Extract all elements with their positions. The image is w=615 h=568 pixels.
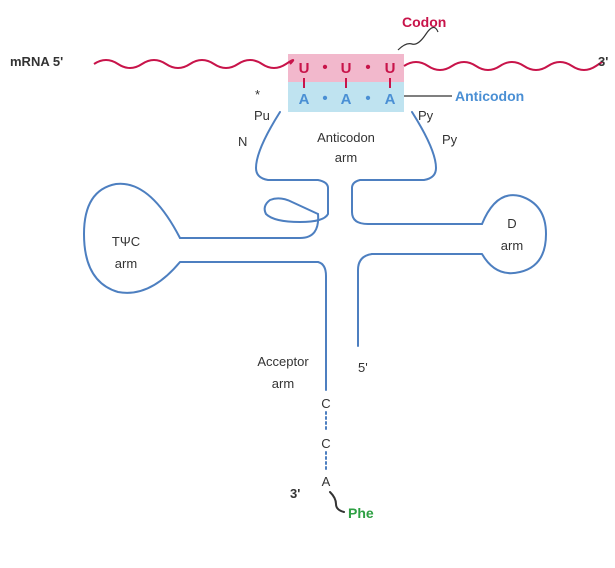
d-arm-label-line1: D [507,216,516,231]
py-label-2: Py [442,132,458,147]
phe-attachment-line [329,491,345,513]
anticodon-base: A [341,91,352,108]
anticodon-separator-dot: • [322,90,327,107]
acceptor-base: A [322,474,331,489]
acceptor-base: C [321,396,330,411]
mrna-3prime-label: 3' [598,54,608,69]
acceptor-arm-label-line2: arm [272,376,294,391]
phe-label: Phe [348,505,374,521]
d-stem-top [351,187,483,225]
codon-separator-dot: • [365,59,370,76]
codon-pointer-line [397,26,439,51]
anticodon-loop-left [255,111,329,189]
acceptor-stem [317,261,327,391]
codon-label: Codon [402,14,446,30]
star-mark: * [255,87,260,102]
codon-highlight-box [288,54,404,82]
codon-bases: U • U • U [299,59,396,77]
variable-loop [263,187,329,223]
tpsic-loop [83,182,319,294]
trna-molecule [83,111,547,513]
anticodon-bases: A • A • A [299,90,396,108]
d-arm-label-line2: arm [501,238,523,253]
tpsic-arm-label-line1: TΨC [112,234,140,249]
anticodon-loop-right [351,111,437,189]
acceptor-arm-label-line1: Acceptor [257,354,309,369]
codon-base: U [299,60,310,77]
anticodon-base: A [385,91,396,108]
anticodon-base: A [299,91,310,108]
anticodon-arm-label-line2: arm [335,150,357,165]
n-label: N [238,134,247,149]
py-label-1: Py [418,108,434,123]
mrna-label: mRNA 5' [10,54,63,69]
tpsic-arm-label-line2: arm [115,256,137,271]
mrna-strand-left [93,59,295,69]
anticodon-separator-dot: • [365,90,370,107]
codon-separator-dot: • [322,59,327,76]
five-prime-stem [357,253,373,347]
acceptor-base: C [321,436,330,451]
codon-base: U [385,60,396,77]
anticodon-label: Anticodon [455,88,524,104]
anticodon-arm-label-line1: Anticodon [317,130,375,145]
d-loop [371,194,547,275]
mrna-strand-right [403,61,603,71]
codon-base: U [341,60,352,77]
tpsic-stem-top [179,213,320,239]
five-prime-label: 5' [358,360,368,375]
pu-label: Pu [254,108,270,123]
three-prime-label: 3' [290,486,300,501]
base-pair-ticks [303,78,391,88]
